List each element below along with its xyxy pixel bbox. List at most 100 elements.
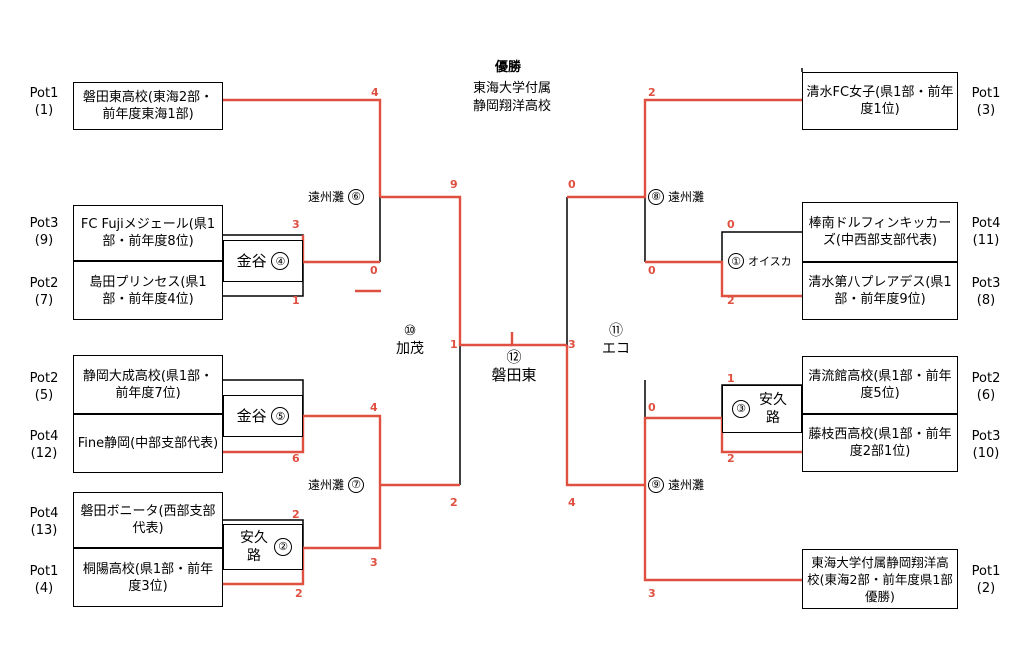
pot-label-R6: Pot1(2) [971, 564, 1001, 596]
score-label: 3 [648, 587, 656, 600]
score-label: 0 [648, 401, 656, 414]
team-name: 藤枝西高校(県1部・前年度2部1位) [808, 427, 952, 459]
venue-name: オイスカ [748, 255, 792, 268]
score-label: 0 [568, 178, 576, 191]
score-label: 1 [727, 372, 735, 385]
team-name: 磐田ボニータ(西部支部代表) [80, 504, 216, 536]
match-number: ⑧ [648, 188, 664, 205]
pot-label-L2: Pot3(9) [29, 216, 59, 248]
team-name: 棒南ドルフィンキッカーズ(中西部支部代表) [808, 216, 952, 248]
team-name: 清水FC女子(県1部・前年度1位) [806, 85, 954, 117]
score-label: 1 [292, 294, 300, 307]
score-label: 2 [727, 452, 735, 465]
score-label: 1 [450, 338, 458, 351]
venue-name: 遠州灘 [668, 478, 705, 492]
venue-label-m9: ⑨ 遠州灘 [648, 476, 704, 493]
team-box-R3: 清水第八プレアデス(県1部・前年度9位) [802, 262, 958, 320]
pot-label-R5: Pot3(10) [971, 429, 1001, 461]
team-box-L2: FC Fujiメジェール(県1部・前年度8位) [73, 205, 223, 261]
team-box-R2: 棒南ドルフィンキッカーズ(中西部支部代表) [802, 202, 958, 262]
match-number: ⑤ [271, 407, 290, 425]
pot-label-L6: Pot4(13) [29, 506, 59, 538]
team-box-L1: 磐田東高校(東海2部・前年度東海1部) [73, 82, 223, 130]
score-label: 3 [568, 338, 576, 351]
pot-label-L1: Pot1(1) [29, 86, 59, 118]
venue-label-m1: ① オイスカ [728, 253, 792, 269]
pot-label-L7: Pot1(4) [29, 564, 59, 596]
venue-box-m4: 金谷 ④ [223, 240, 303, 282]
pot-label-R2: Pot4(11) [971, 216, 1001, 248]
team-box-L6: 磐田ボニータ(西部支部代表) [73, 492, 223, 548]
match-number: ⑦ [348, 476, 365, 493]
pot-label-R4: Pot2(6) [971, 371, 1001, 403]
venue-label-m8: ⑧ 遠州灘 [648, 188, 704, 205]
venue-name: 磐田東 [491, 366, 537, 384]
score-label: 0 [648, 264, 656, 277]
match-number: ⑫ [506, 348, 522, 366]
team-name: FC Fujiメジェール(県1部・前年度8位) [80, 217, 216, 249]
venue-box-m5: 金谷 ⑤ [223, 395, 303, 437]
champion-line-2: 静岡翔洋高校 [472, 99, 551, 114]
team-name: 島田プリンセス(県1部・前年度4位) [89, 274, 207, 307]
score-label: 2 [292, 508, 300, 521]
score-label: 2 [648, 86, 656, 99]
pot-label-L4: Pot2(5) [29, 371, 59, 403]
score-label: 2 [450, 496, 458, 509]
venue-label-m10: ⑩ 加茂 [388, 322, 432, 358]
score-label: 4 [370, 401, 378, 414]
score-label: 2 [727, 294, 735, 307]
team-box-L7: 桐陽高校(県1部・前年度3位) [73, 548, 223, 607]
venue-label-m12: ⑫ 磐田東 [482, 348, 546, 384]
team-name: 静岡大成高校(県1部・前年度7位) [82, 368, 214, 401]
champion-line-1: 東海大学付属 [472, 81, 551, 96]
venue-box-m2: 安久路 ② [223, 524, 303, 570]
team-name: 清流館高校(県1部・前年度5位) [808, 369, 952, 401]
score-label: 3 [292, 218, 300, 231]
pot-label-R3: Pot3(8) [971, 276, 1001, 308]
team-name: 清水第八プレアデス(県1部・前年度9位) [808, 275, 952, 307]
venue-name: 安久路 [240, 530, 268, 564]
match-number: ⑩ [403, 323, 417, 339]
match-number: ⑪ [609, 323, 623, 339]
score-label: 9 [450, 178, 458, 191]
venue-name: 金谷 [236, 251, 267, 270]
score-label: 0 [370, 264, 378, 277]
score-label: 2 [295, 587, 303, 600]
match-number: ① [728, 253, 744, 269]
team-box-R5: 藤枝西高校(県1部・前年度2部1位) [802, 414, 958, 472]
venue-name: 遠州灘 [668, 190, 705, 204]
pot-label-L3: Pot2(7) [29, 276, 59, 308]
team-name: 東海大学付属静岡翔洋高校(東海2部・前年度県1部優勝) [807, 554, 953, 604]
venue-name: エコ [602, 341, 630, 357]
score-label: 6 [292, 452, 300, 465]
score-label: 4 [371, 86, 379, 99]
score-label: 0 [727, 218, 735, 231]
team-box-R4: 清流館高校(県1部・前年度5位) [802, 356, 958, 414]
team-box-L4: 静岡大成高校(県1部・前年度7位) [73, 355, 223, 414]
team-name: Fine静岡(中部支部代表) [77, 436, 219, 451]
venue-name: 遠州灘 [308, 190, 345, 204]
venue-name: 遠州灘 [308, 478, 345, 492]
match-number: ⑥ [348, 188, 365, 205]
team-box-L3: 島田プリンセス(県1部・前年度4位) [73, 261, 223, 320]
score-label: 3 [370, 556, 378, 569]
venue-label-m11: ⑪ エコ [594, 322, 638, 358]
team-name: 磐田東高校(東海2部・前年度東海1部) [82, 90, 214, 122]
venue-name: 金谷 [236, 406, 267, 425]
team-box-R6: 東海大学付属静岡翔洋高校(東海2部・前年度県1部優勝) [802, 549, 958, 609]
match-number: ⑨ [648, 476, 664, 493]
match-number: ③ [732, 400, 750, 418]
pot-label-L5: Pot4(12) [29, 429, 59, 461]
team-name: 桐陽高校(県1部・前年度3位) [82, 561, 214, 594]
venue-name: 加茂 [396, 341, 424, 357]
match-number: ② [274, 538, 292, 556]
bracket-title: 優勝 [495, 60, 522, 75]
champion-name: 東海大学付属 静岡翔洋高校 [452, 80, 572, 116]
pot-label-R1: Pot1(3) [971, 86, 1001, 118]
score-label: 4 [568, 496, 576, 509]
match-number: ④ [271, 252, 290, 270]
